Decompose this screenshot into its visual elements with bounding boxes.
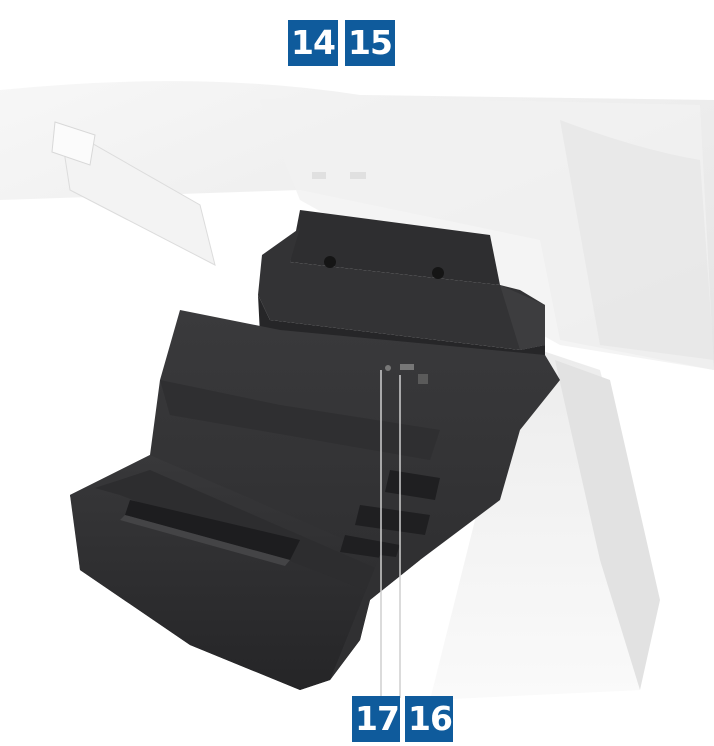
port-14-slot bbox=[312, 172, 326, 179]
callout-15-box bbox=[345, 20, 395, 66]
callout-15: 15 bbox=[348, 23, 393, 62]
stand-column bbox=[430, 350, 660, 700]
port-15-slot bbox=[350, 172, 366, 179]
port-16-usb bbox=[400, 364, 428, 384]
base-plate bbox=[70, 310, 560, 690]
side-bracket bbox=[51, 121, 216, 266]
mounting-block bbox=[258, 210, 545, 365]
callout-14-box bbox=[288, 20, 338, 66]
callout-17-box bbox=[352, 696, 400, 742]
display-rear-housing bbox=[0, 81, 714, 370]
port-17-jack bbox=[385, 365, 391, 371]
callout-16: 16 bbox=[408, 699, 453, 738]
callout-17: 17 bbox=[355, 699, 400, 738]
callout-16-box bbox=[405, 696, 453, 742]
callout-14: 14 bbox=[291, 23, 336, 62]
